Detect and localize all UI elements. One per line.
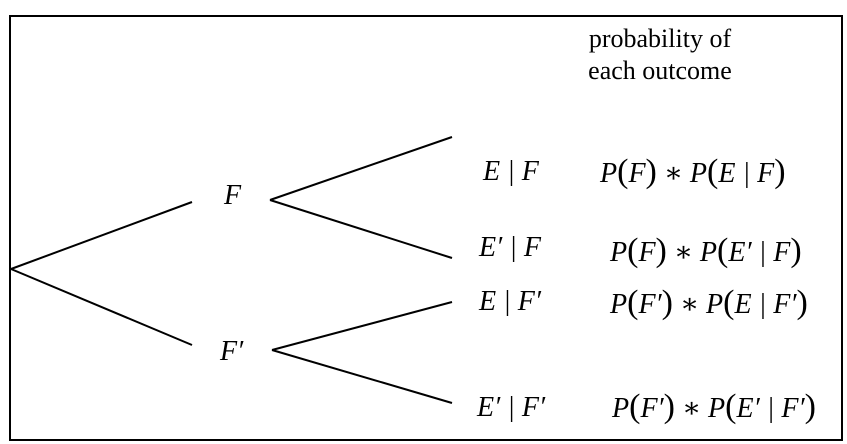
prob-3-event: E | F′	[734, 289, 797, 320]
probability-expression-4: P(F′) ∗ P(E′ | F′)	[612, 388, 816, 425]
prob-1-event: E | F	[718, 158, 775, 189]
prob-2-given: F	[638, 237, 656, 268]
branch-root-to-F	[10, 201, 193, 270]
branch-root-to-Fprime	[10, 268, 193, 346]
prob-3-P2: P	[706, 289, 724, 320]
branch-F-to-E	[269, 136, 453, 201]
node-F-prime: F′	[220, 336, 244, 367]
outcome-label-4: E′ | F′	[477, 392, 546, 423]
prob-4-P2: P	[708, 393, 726, 424]
probability-expression-3: P(F′) ∗ P(E | F′)	[610, 284, 808, 321]
prob-4-event: E′ | F′	[736, 393, 805, 424]
outcome-label-3: E | F′	[479, 286, 542, 317]
prob-1-given: F	[628, 158, 646, 189]
prob-2-times: ∗	[673, 237, 693, 268]
prob-2-event: E′ | F	[728, 237, 791, 268]
node-F: F	[224, 180, 242, 211]
prob-1-times: ∗	[663, 158, 683, 189]
prob-4-P1: P	[612, 393, 630, 424]
prob-3-times: ∗	[680, 289, 700, 320]
prob-1-P2: P	[689, 158, 708, 189]
prob-2-P2: P	[699, 237, 718, 268]
outcome-label-2: E′ | F	[479, 232, 542, 263]
diagram-frame	[9, 17, 843, 441]
outcome-label-1: E | F	[483, 156, 539, 187]
branch-Fprime-to-E	[271, 301, 453, 351]
branch-F-to-Eprime	[269, 199, 453, 259]
prob-3-P1: P	[610, 289, 628, 320]
prob-4-times: ∗	[682, 393, 702, 424]
header-line-2: each outcome	[588, 56, 732, 85]
prob-1-P1: P	[600, 158, 618, 189]
header-line-1: probability of	[588, 24, 732, 53]
prob-4-given: F′	[640, 393, 664, 424]
frame-top-border	[9, 15, 843, 17]
probability-expression-1: P(F) ∗ P(E | F)	[600, 153, 786, 190]
probability-expression-2: P(F) ∗ P(E′ | F)	[610, 232, 802, 269]
prob-3-given: F′	[638, 289, 662, 320]
branch-Fprime-to-Eprime	[271, 349, 453, 404]
prob-2-P1: P	[610, 237, 628, 268]
